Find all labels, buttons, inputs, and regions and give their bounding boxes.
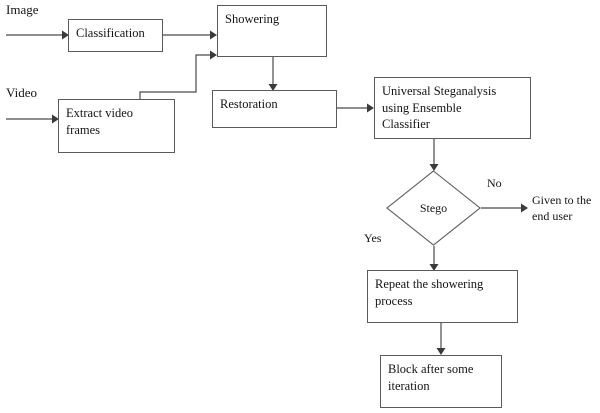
node-showering[interactable]: Showering bbox=[217, 5, 327, 57]
edge-stego-no-to-end-user bbox=[481, 203, 528, 213]
node-classification[interactable]: Classification bbox=[68, 19, 163, 52]
node-stego-decision[interactable]: Stego bbox=[386, 170, 481, 246]
input-label-video: Video bbox=[6, 85, 37, 100]
edge-restoration-to-universal bbox=[337, 103, 374, 113]
diamond-shape bbox=[386, 170, 481, 246]
node-block-after-iteration[interactable]: Block after some iteration bbox=[380, 355, 502, 408]
node-extract-video-frames[interactable]: Extract video frames bbox=[58, 99, 175, 153]
edge-showering-to-restoration bbox=[268, 57, 278, 91]
edge-video-to-extract bbox=[6, 114, 59, 124]
input-label-image: Image bbox=[6, 2, 39, 17]
edge-stego-yes-to-repeat bbox=[429, 246, 439, 271]
edge-repeat-to-block bbox=[436, 323, 446, 355]
node-restoration[interactable]: Restoration bbox=[212, 90, 337, 128]
node-universal-steganalysis[interactable]: Universal Steganalysis using Ensemble Cl… bbox=[374, 77, 531, 139]
edge-classification-to-showering bbox=[163, 30, 217, 40]
edge-image-to-classification bbox=[6, 30, 69, 40]
edge-label-yes: Yes bbox=[364, 231, 382, 245]
terminal-label-end-user: Given to the end user bbox=[532, 193, 592, 223]
edge-universal-to-stego bbox=[429, 139, 439, 171]
edge-label-no: No bbox=[487, 176, 502, 190]
node-repeat-showering-process[interactable]: Repeat the showering process bbox=[367, 270, 518, 323]
node-stego-label: Stego bbox=[419, 200, 448, 215]
edge-extract-to-showering bbox=[139, 50, 217, 99]
